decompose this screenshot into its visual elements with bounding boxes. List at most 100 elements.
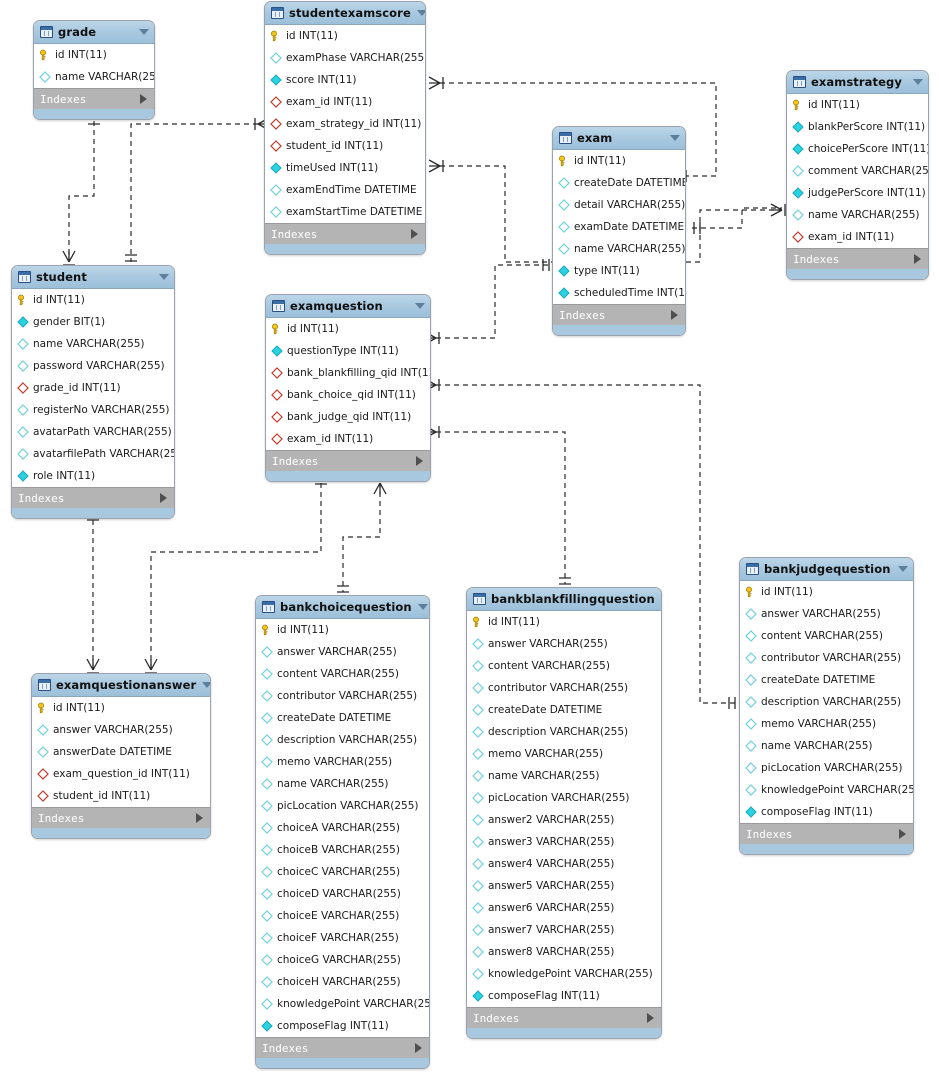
column-row[interactable]: bank_judge_qid INT(11) (266, 406, 430, 428)
chevron-down-icon[interactable] (898, 566, 908, 572)
column-row[interactable]: createDate DATETIME (467, 699, 661, 721)
column-row[interactable]: content VARCHAR(255) (740, 625, 913, 647)
column-row[interactable]: answer VARCHAR(255) (467, 633, 661, 655)
column-row[interactable]: id INT(11) (266, 318, 430, 340)
column-row[interactable]: student_id INT(11) (265, 135, 425, 157)
column-row[interactable]: type INT(11) (553, 260, 685, 282)
indexes-section-bankjudgequestion[interactable]: Indexes (740, 823, 913, 844)
chevron-right-icon[interactable] (416, 456, 423, 466)
column-row[interactable]: composeFlag INT(11) (740, 801, 913, 823)
table-header-studentexamscore[interactable]: studentexamscore (265, 2, 425, 25)
column-row[interactable]: contributor VARCHAR(255) (740, 647, 913, 669)
column-row[interactable]: detail VARCHAR(255) (553, 194, 685, 216)
column-row[interactable]: avatarPath VARCHAR(255) (12, 421, 174, 443)
chevron-right-icon[interactable] (160, 493, 167, 503)
column-row[interactable]: name VARCHAR(255) (787, 204, 928, 226)
column-row[interactable]: description VARCHAR(255) (740, 691, 913, 713)
column-row[interactable]: name VARCHAR(255) (34, 66, 154, 88)
column-row[interactable]: answerDate DATETIME (32, 741, 210, 763)
table-header-grade[interactable]: grade (34, 21, 154, 44)
indexes-section-studentexamscore[interactable]: Indexes (265, 223, 425, 244)
column-row[interactable]: picLocation VARCHAR(255) (467, 787, 661, 809)
column-row[interactable]: gender BIT(1) (12, 311, 174, 333)
column-row[interactable]: choiceA VARCHAR(255) (256, 817, 429, 839)
column-row[interactable]: choiceH VARCHAR(255) (256, 971, 429, 993)
column-row[interactable]: id INT(11) (787, 94, 928, 116)
column-row[interactable]: answer5 VARCHAR(255) (467, 875, 661, 897)
column-row[interactable]: createDate DATETIME (256, 707, 429, 729)
indexes-section-examquestion[interactable]: Indexes (266, 450, 430, 471)
column-row[interactable]: answer6 VARCHAR(255) (467, 897, 661, 919)
chevron-down-icon[interactable] (416, 10, 425, 16)
column-row[interactable]: choiceG VARCHAR(255) (256, 949, 429, 971)
column-row[interactable]: knowledgePoint VARCHAR(255) (467, 963, 661, 985)
indexes-section-examquestionanswer[interactable]: Indexes (32, 807, 210, 828)
column-row[interactable]: scheduledTime INT(11) (553, 282, 685, 304)
column-row[interactable]: exam_id INT(11) (265, 91, 425, 113)
column-row[interactable]: blankPerScore INT(11) (787, 116, 928, 138)
chevron-right-icon[interactable] (899, 829, 906, 839)
column-row[interactable]: examPhase VARCHAR(255) (265, 47, 425, 69)
indexes-section-bankchoicequestion[interactable]: Indexes (256, 1037, 429, 1058)
column-row[interactable]: memo VARCHAR(255) (256, 751, 429, 773)
column-row[interactable]: bank_blankfilling_qid INT(11) (266, 362, 430, 384)
column-row[interactable]: name VARCHAR(255) (467, 765, 661, 787)
column-row[interactable]: picLocation VARCHAR(255) (740, 757, 913, 779)
column-row[interactable]: answer4 VARCHAR(255) (467, 853, 661, 875)
column-row[interactable]: grade_id INT(11) (12, 377, 174, 399)
column-row[interactable]: exam_id INT(11) (787, 226, 928, 248)
column-row[interactable]: avatarfilePath VARCHAR(255) (12, 443, 174, 465)
column-row[interactable]: content VARCHAR(255) (256, 663, 429, 685)
column-row[interactable]: registerNo VARCHAR(255) (12, 399, 174, 421)
table-header-bankblankfillingquestion[interactable]: bankblankfillingquestion (467, 588, 661, 611)
chevron-down-icon[interactable] (202, 682, 210, 688)
column-row[interactable]: composeFlag INT(11) (467, 985, 661, 1007)
column-row[interactable]: answer VARCHAR(255) (740, 603, 913, 625)
column-row[interactable]: exam_strategy_id INT(11) (265, 113, 425, 135)
column-row[interactable]: contributor VARCHAR(255) (467, 677, 661, 699)
column-row[interactable]: description VARCHAR(255) (467, 721, 661, 743)
column-row[interactable]: id INT(11) (32, 697, 210, 719)
column-row[interactable]: description VARCHAR(255) (256, 729, 429, 751)
column-row[interactable]: memo VARCHAR(255) (467, 743, 661, 765)
column-row[interactable]: content VARCHAR(255) (467, 655, 661, 677)
column-row[interactable]: choiceC VARCHAR(255) (256, 861, 429, 883)
table-header-bankchoicequestion[interactable]: bankchoicequestion (256, 596, 429, 619)
table-header-bankjudgequestion[interactable]: bankjudgequestion (740, 558, 913, 581)
column-row[interactable]: contributor VARCHAR(255) (256, 685, 429, 707)
column-row[interactable]: answer7 VARCHAR(255) (467, 919, 661, 941)
column-row[interactable]: judgePerScore INT(11) (787, 182, 928, 204)
indexes-section-bankblankfillingquestion[interactable]: Indexes (467, 1007, 661, 1028)
column-row[interactable]: examEndTime DATETIME (265, 179, 425, 201)
chevron-down-icon[interactable] (159, 274, 169, 280)
chevron-right-icon[interactable] (411, 229, 418, 239)
chevron-right-icon[interactable] (415, 1043, 422, 1053)
table-header-student[interactable]: student (12, 266, 174, 289)
column-row[interactable]: answer VARCHAR(255) (256, 641, 429, 663)
column-row[interactable]: choiceE VARCHAR(255) (256, 905, 429, 927)
column-row[interactable]: exam_id INT(11) (266, 428, 430, 450)
column-row[interactable]: knowledgePoint VARCHAR(255) (256, 993, 429, 1015)
column-row[interactable]: id INT(11) (740, 581, 913, 603)
column-row[interactable]: knowledgePoint VARCHAR(255) (740, 779, 913, 801)
chevron-right-icon[interactable] (914, 254, 921, 264)
column-row[interactable]: examDate DATETIME (553, 216, 685, 238)
column-row[interactable]: bank_choice_qid INT(11) (266, 384, 430, 406)
chevron-down-icon[interactable] (670, 135, 680, 141)
chevron-down-icon[interactable] (417, 604, 428, 610)
indexes-section-exam[interactable]: Indexes (553, 304, 685, 325)
column-row[interactable]: picLocation VARCHAR(255) (256, 795, 429, 817)
chevron-right-icon[interactable] (647, 1013, 654, 1023)
column-row[interactable]: role INT(11) (12, 465, 174, 487)
chevron-right-icon[interactable] (140, 94, 147, 104)
column-row[interactable]: name VARCHAR(255) (12, 333, 174, 355)
column-row[interactable]: id INT(11) (256, 619, 429, 641)
